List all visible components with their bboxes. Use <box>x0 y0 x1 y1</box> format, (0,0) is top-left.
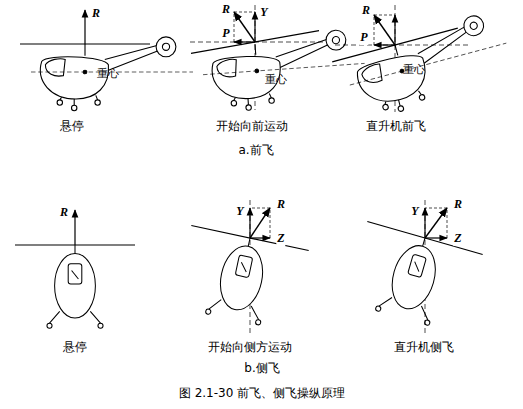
force-label: Z <box>276 232 285 246</box>
forward-flight <box>332 5 516 122</box>
panel-label: 直升机前飞 <box>366 120 426 134</box>
figure-caption: 图 2.1-30 前飞、侧飞操纵原理 <box>179 387 345 401</box>
panel-label: 开始向前运动 <box>216 120 288 134</box>
force-label: P <box>221 27 230 41</box>
force-label: Y <box>235 205 244 219</box>
force-label: R <box>361 4 371 18</box>
force-label: Z <box>453 232 462 246</box>
center-of-gravity-label: 重心 <box>265 74 287 87</box>
center-of-gravity-label: 重心 <box>97 68 119 81</box>
force-label: R <box>276 198 286 212</box>
force-label: Y <box>259 6 268 20</box>
hover-side <box>20 10 193 111</box>
panel-label: 开始向侧方运动 <box>208 341 292 355</box>
panel-label: 悬停 <box>63 341 87 355</box>
force-label: Y <box>410 205 419 219</box>
panel-label: 直升机侧飞 <box>394 341 454 355</box>
force-label: R <box>59 206 69 220</box>
panel-label: 悬停 <box>60 120 84 134</box>
section-label: a.前飞 <box>238 144 273 158</box>
force-label: R <box>221 3 231 17</box>
section-label: b.侧飞 <box>244 362 279 376</box>
force-label: R <box>91 7 101 21</box>
force-label: R <box>453 198 463 212</box>
force-label: P <box>359 31 368 45</box>
hover-front <box>15 210 135 328</box>
side-flight <box>367 200 482 335</box>
center-of-gravity-label: 重心 <box>403 64 425 77</box>
side-start <box>191 200 308 335</box>
